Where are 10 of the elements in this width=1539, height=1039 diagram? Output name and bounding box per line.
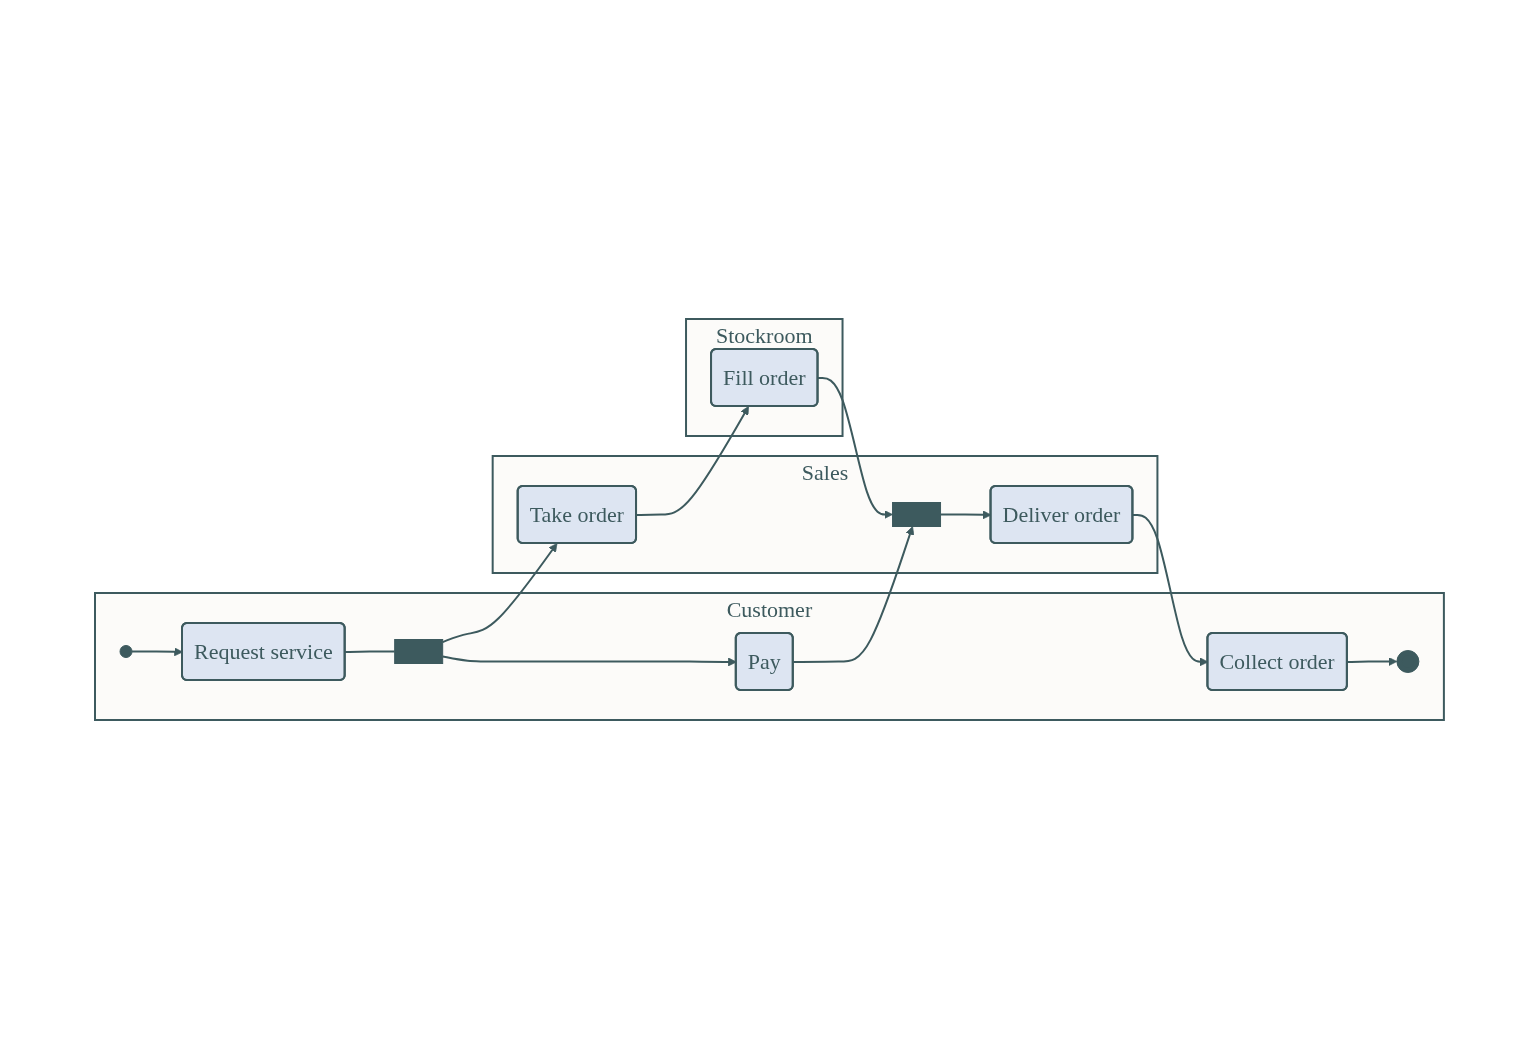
node-circle — [119, 645, 133, 658]
node-bar — [394, 639, 444, 664]
arrow — [817, 376, 893, 519]
node-bar — [892, 502, 942, 527]
node-circle — [1396, 650, 1420, 673]
connector — [344, 650, 396, 653]
arrow — [131, 647, 183, 657]
arrow — [1346, 657, 1398, 666]
arrow — [441, 543, 558, 644]
arrow — [792, 526, 915, 663]
